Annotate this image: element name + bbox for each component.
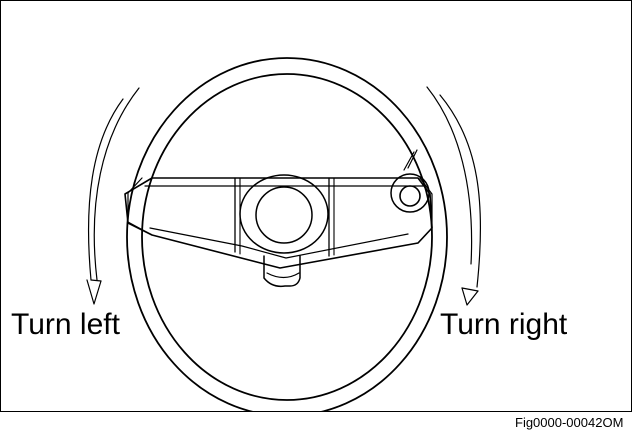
inner-steering-rim <box>141 73 433 401</box>
turn-right-arrow-icon <box>426 86 482 306</box>
diagram-frame <box>0 0 632 412</box>
turn-left-arrow-icon <box>86 87 140 305</box>
hub-left-bevel <box>127 177 153 236</box>
turn-left-label: Turn left <box>11 308 120 341</box>
turn-right-label: Turn right <box>440 308 568 341</box>
steering-center-cap-inner <box>255 186 313 244</box>
outer-steering-rim <box>126 57 448 412</box>
column-mount-rim <box>266 272 300 279</box>
column-mount <box>263 255 301 288</box>
spinner-knob-stem-side <box>407 149 418 169</box>
steering-wheel-diagram <box>86 57 482 412</box>
steering-hub-bar <box>124 177 433 269</box>
spinner-knob-inner <box>399 185 421 207</box>
hub-lower-inner-line <box>149 227 409 259</box>
figure-id: Fig0000-00042OM <box>515 415 624 430</box>
hub-right-bevel <box>417 177 433 244</box>
spinner-knob-stem <box>403 151 415 171</box>
steering-center-cap-outer <box>239 174 329 254</box>
spinner-knob-outer <box>390 173 430 213</box>
